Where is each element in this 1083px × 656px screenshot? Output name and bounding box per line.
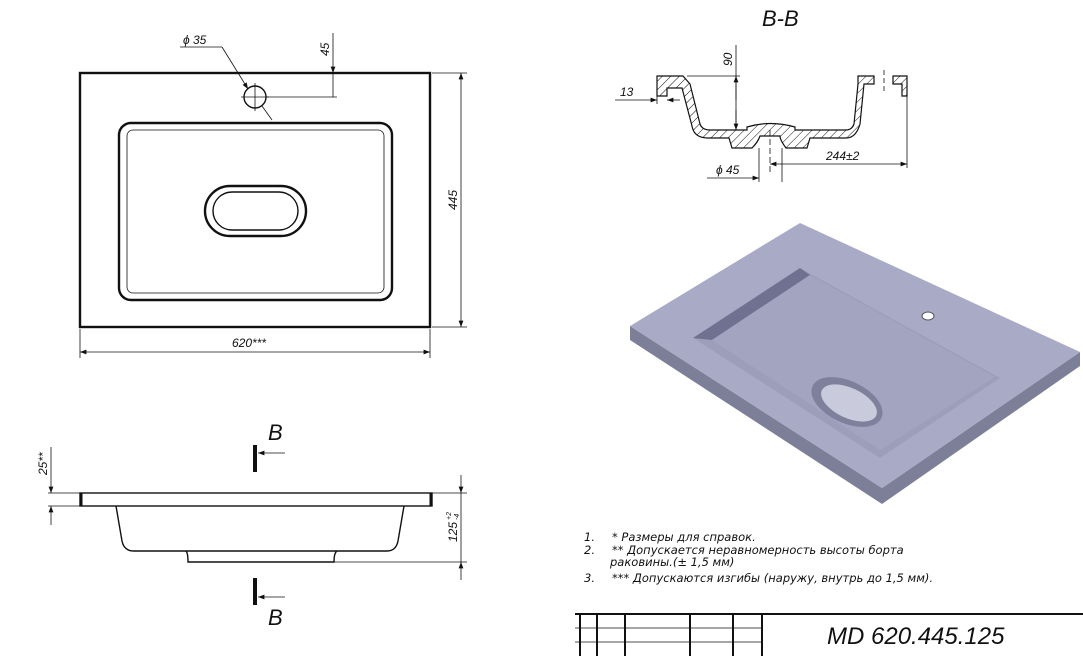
rim-label: 13 (620, 85, 634, 99)
hole-diameter-label: ϕ 35 (183, 33, 207, 47)
section-view: B-B 90 13 ϕ 45 244±2 (615, 6, 908, 182)
drain-inner (212, 191, 299, 231)
notes: 1. * Размеры для справок. 2. ** Допускае… (584, 530, 933, 585)
drain-outer (203, 184, 308, 238)
depth-label: 445 (446, 190, 460, 210)
note-2: ** Допускается неравномерность высоты бо… (612, 543, 904, 557)
section-mark-top: B (268, 420, 283, 445)
section-mark-bottom: B (268, 605, 283, 630)
svg-text:3.: 3. (584, 571, 595, 585)
total-height-label: 125 (446, 522, 460, 542)
drain-diameter-label: ϕ 45 (716, 163, 740, 177)
width-label: 620*** (232, 336, 266, 350)
drain-offset-label: 244±2 (825, 149, 860, 163)
note-2-cont: раковины.(± 1,5 мм) (609, 555, 734, 569)
hole-offset-label: 45 (318, 42, 332, 56)
section-depth-label: 90 (721, 52, 735, 66)
rim-height-label: 25** (36, 452, 50, 476)
tol-upper: +2 (446, 512, 453, 520)
note-1: * Размеры для справок. (612, 530, 756, 544)
drawing-code: MD 620.445.125 (827, 623, 1005, 650)
top-view: ϕ 35 45 620*** 445 (78, 33, 467, 358)
basin-inner-outline (126, 129, 385, 294)
svg-text:2.: 2. (584, 543, 595, 557)
note-3: *** Допускаются изгибы (наружу, внутрь д… (612, 571, 933, 585)
svg-text:1.: 1. (584, 530, 595, 544)
side-view: B B 25** 125 +2 -4 (36, 420, 467, 630)
countertop-outline (78, 71, 432, 329)
title-block: MD 620.445.125 (575, 613, 1083, 656)
section-title: B-B (762, 6, 799, 31)
render-3d (630, 223, 1080, 504)
basin-outline (117, 121, 394, 302)
tol-lower: -4 (454, 514, 461, 520)
